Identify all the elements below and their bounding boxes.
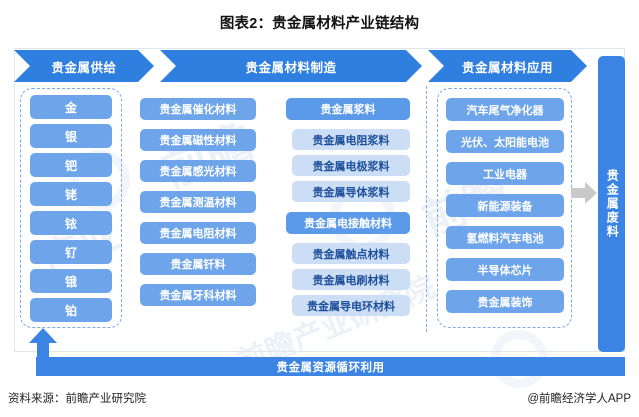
flow-arrow-right-icon — [571, 180, 597, 206]
paste-item-0[interactable]: 贵金属电阻浆料 — [292, 129, 410, 150]
paste-group-header-label: 贵金属浆料 — [320, 104, 376, 116]
application-item-label: 工业电器 — [483, 168, 527, 181]
supply-item-0[interactable]: 金 — [30, 95, 112, 119]
contact-item-label: 贵金属触点材料 — [312, 248, 390, 261]
manufacture-item-label: 贵金属感光材料 — [159, 166, 237, 178]
manufacture-left-item-1[interactable]: 贵金属磁性材料 — [140, 129, 256, 151]
brand-note: @前瞻经济学人APP — [527, 393, 631, 405]
supply-group-container — [20, 88, 122, 328]
waste-bar-label: 贵金属废料 — [605, 169, 620, 239]
supply-item-6[interactable]: 锇 — [30, 269, 112, 293]
supply-item-2[interactable]: 钯 — [30, 153, 112, 177]
recycle-arrow-up-icon — [28, 328, 58, 360]
supply-item-label: 锇 — [64, 274, 77, 289]
paste-item-label: 贵金属电极浆料 — [312, 160, 390, 173]
application-item-label: 光伏、太阳能电池 — [461, 136, 549, 149]
manufacture-item-label: 贵金属牙科材料 — [159, 290, 237, 302]
supply-item-7[interactable]: 铂 — [30, 298, 112, 322]
application-item-label: 汽车尾气净化器 — [466, 104, 544, 117]
stage-application[interactable]: 贵金属材料应用 — [428, 50, 587, 82]
application-item-4[interactable]: 氢燃料汽车电池 — [446, 226, 564, 249]
contact-group-header-label: 贵金属电接触材料 — [304, 218, 392, 230]
supply-item-label: 金 — [64, 100, 77, 115]
manufacture-item-label: 贵金属磁性材料 — [159, 135, 237, 147]
paste-item-2[interactable]: 贵金属导体浆料 — [292, 181, 410, 202]
stage-supply[interactable]: 贵金属供给 — [14, 50, 154, 82]
stage-banner: 贵金属供给 贵金属材料制造 贵金属材料应用 — [14, 50, 587, 82]
contact-item-1[interactable]: 贵金属电刷材料 — [292, 269, 410, 290]
paste-group-header[interactable]: 贵金属浆料 — [286, 98, 410, 120]
supply-item-label: 银 — [64, 129, 77, 144]
supply-item-5[interactable]: 钌 — [30, 240, 112, 264]
manufacture-item-label: 贵金属催化材料 — [159, 104, 237, 116]
manufacture-left-item-4[interactable]: 贵金属电阻材料 — [140, 222, 256, 244]
stage-application-label: 贵金属材料应用 — [461, 60, 553, 75]
supply-item-label: 铂 — [64, 303, 77, 318]
supply-item-label: 铱 — [64, 216, 77, 231]
manufacture-left-item-5[interactable]: 贵金属钎料 — [140, 253, 256, 275]
manufacture-item-label: 贵金属测温材料 — [159, 197, 237, 209]
contact-item-label: 贵金属导电环材料 — [307, 300, 395, 313]
manufacture-left-item-6[interactable]: 贵金属牙科材料 — [140, 284, 256, 306]
supply-item-4[interactable]: 铱 — [30, 211, 112, 235]
application-item-6[interactable]: 贵金属装饰 — [446, 290, 564, 313]
application-item-3[interactable]: 新能源装备 — [446, 194, 564, 217]
contact-item-label: 贵金属电刷材料 — [312, 274, 390, 287]
supply-item-label: 钌 — [64, 245, 77, 260]
supply-item-3[interactable]: 铑 — [30, 182, 112, 206]
stage-supply-label: 贵金属供给 — [51, 60, 117, 75]
contact-group-header[interactable]: 贵金属电接触材料 — [286, 212, 410, 234]
contact-item-2[interactable]: 贵金属导电环材料 — [292, 295, 410, 316]
application-item-1[interactable]: 光伏、太阳能电池 — [446, 130, 564, 153]
manufacture-left-item-0[interactable]: 贵金属催化材料 — [140, 98, 256, 120]
manufacture-left-item-3[interactable]: 贵金属测温材料 — [140, 191, 256, 213]
waste-bar[interactable]: 贵金属废料 — [598, 56, 625, 352]
paste-item-label: 贵金属导体浆料 — [312, 186, 390, 199]
recycle-bar[interactable]: 贵金属资源循环利用 — [36, 357, 625, 376]
application-item-5[interactable]: 半导体芯片 — [446, 258, 564, 281]
manufacture-left-item-2[interactable]: 贵金属感光材料 — [140, 160, 256, 182]
paste-item-label: 贵金属电阻浆料 — [312, 134, 390, 147]
paste-item-1[interactable]: 贵金属电极浆料 — [292, 155, 410, 176]
manufacture-item-label: 贵金属电阻材料 — [159, 228, 237, 240]
source-note: 资料来源：前瞻产业研究院 — [8, 393, 146, 405]
application-item-label: 氢燃料汽车电池 — [466, 232, 544, 245]
section-divider — [426, 86, 427, 332]
supply-item-label: 钯 — [64, 158, 77, 173]
stage-manufacture-label: 贵金属材料制造 — [245, 60, 337, 75]
application-item-0[interactable]: 汽车尾气净化器 — [446, 98, 564, 121]
supply-item-1[interactable]: 银 — [30, 124, 112, 148]
page-title: 图表2：贵金属材料产业链结构 — [219, 16, 420, 32]
application-group-container — [437, 88, 572, 328]
manufacture-item-label: 贵金属钎料 — [170, 259, 226, 271]
contact-item-0[interactable]: 贵金属触点材料 — [292, 243, 410, 264]
application-item-label: 半导体芯片 — [477, 264, 533, 277]
application-item-label: 新能源装备 — [477, 200, 533, 213]
supply-item-label: 铑 — [64, 187, 77, 202]
stage-manufacture[interactable]: 贵金属材料制造 — [160, 50, 422, 82]
application-item-label: 贵金属装饰 — [477, 296, 533, 309]
application-item-2[interactable]: 工业电器 — [446, 162, 564, 185]
recycle-bar-label: 贵金属资源循环利用 — [276, 361, 385, 374]
